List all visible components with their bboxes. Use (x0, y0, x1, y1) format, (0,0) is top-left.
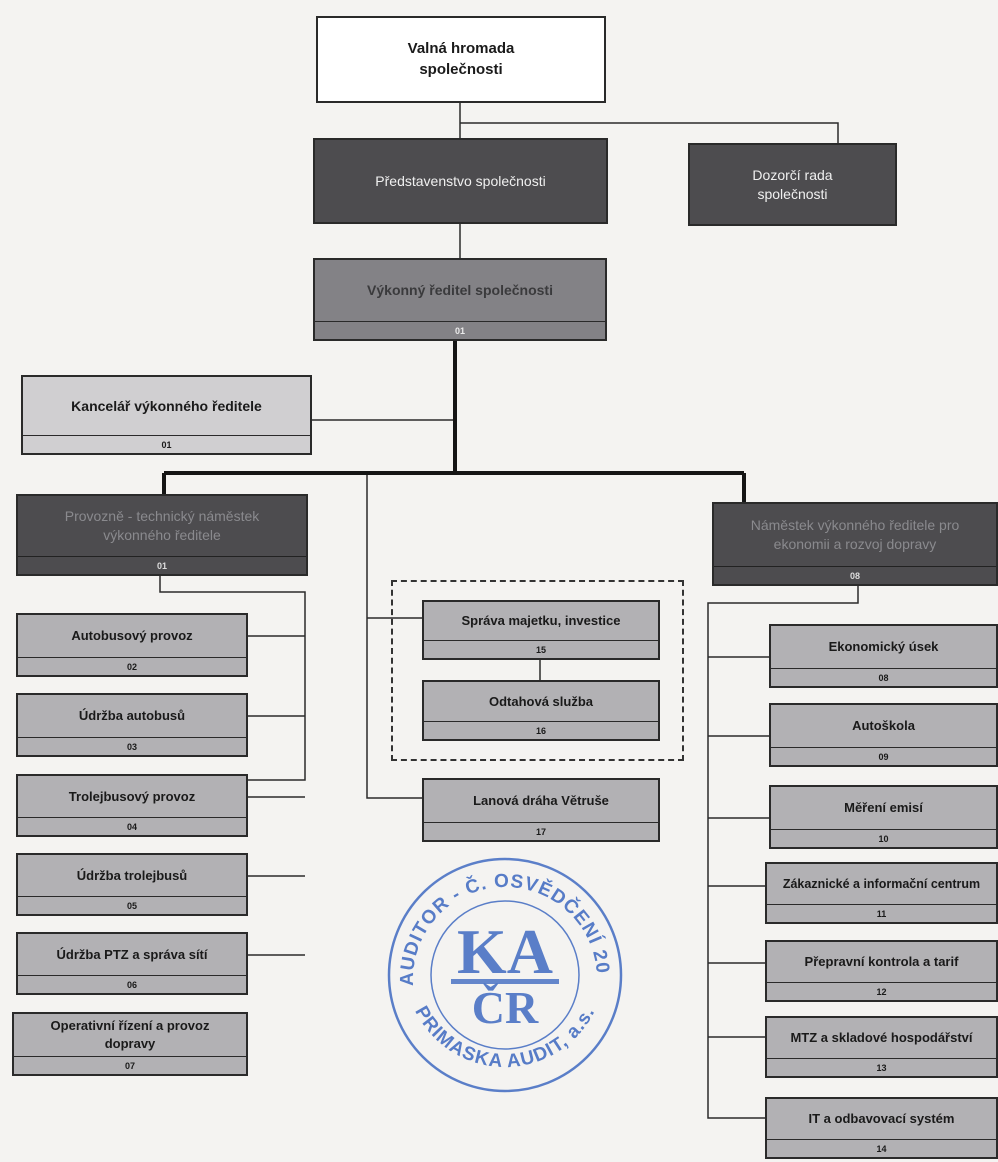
ops-unit: Autobusový provoz 02 (16, 613, 248, 677)
node-code: 01 (315, 321, 605, 339)
dashed-group (391, 580, 684, 761)
center-unit: Správa majetku, investice 15 (422, 600, 660, 660)
econ-unit: Měření emisí 10 (769, 785, 998, 849)
unit-title: Údržba PTZ a správa sítí (56, 946, 208, 962)
node-code: 08 (714, 566, 996, 584)
unit-code: 14 (767, 1139, 996, 1157)
unit-code: 12 (767, 982, 996, 1000)
econ-unit: IT a odbavovací systém 14 (765, 1097, 998, 1159)
econ-unit: MTZ a skladové hospodářství 13 (765, 1016, 998, 1078)
unit-code: 10 (771, 829, 996, 847)
node-board: Představenstvo společnosti (313, 138, 608, 224)
unit-code: 09 (771, 747, 996, 765)
unit-code: 02 (18, 657, 246, 675)
unit-code: 04 (18, 817, 246, 835)
unit-title: Ekonomický úsek (828, 639, 939, 655)
stamp-monogram-top: KA (457, 916, 553, 987)
node-title: Valná hromada společnosti (407, 40, 515, 78)
auditor-stamp: AUDITOR - Č. OSVĚDČENÍ 209 PRIMASKA AUDI… (385, 855, 623, 1093)
node-title: Výkonný ředitel společnosti (367, 282, 553, 299)
unit-title: Trolejbusový provoz (68, 788, 196, 804)
unit-code: 07 (14, 1056, 246, 1074)
node-econ-deputy: Náměstek výkonného ředitele pro ekonomii… (712, 502, 998, 586)
node-code: 01 (23, 435, 310, 453)
unit-title: Operativní řízení a provoz dopravy (50, 1018, 210, 1051)
node-supervisory: Dozorčí rada společnosti (688, 143, 897, 226)
unit-code: 13 (767, 1058, 996, 1076)
node-executive-office: Kancelář výkonného ředitele 01 (21, 375, 312, 455)
unit-title: Přepravní kontrola a tarif (804, 954, 959, 970)
node-code: 01 (18, 556, 306, 574)
unit-title: Lanová dráha Větruše (473, 793, 609, 809)
unit-title: Měření emisí (844, 800, 923, 816)
node-title: Provozně - technický náměstek výkonného … (64, 508, 260, 543)
node-title: Náměstek výkonného ředitele pro ekonomii… (750, 517, 960, 552)
econ-unit: Zákaznické a informační centrum 11 (765, 862, 998, 924)
node-title: Kancelář výkonného ředitele (71, 397, 262, 414)
center-unit: Lanová dráha Větruše 17 (422, 778, 660, 842)
ops-unit: Údržba PTZ a správa sítí 06 (16, 932, 248, 995)
center-unit: Odtahová služba 16 (422, 680, 660, 741)
stamp-bar (451, 979, 559, 984)
node-title: Představenstvo společnosti (375, 172, 546, 189)
unit-title: Zákaznické a informační centrum (782, 876, 981, 891)
unit-code: 05 (18, 896, 246, 914)
unit-title: IT a odbavovací systém (808, 1111, 955, 1127)
ops-unit: Trolejbusový provoz 04 (16, 774, 248, 837)
stamp-monogram-bottom: ČR (472, 982, 539, 1033)
econ-unit: Ekonomický úsek 08 (769, 624, 998, 688)
ops-unit: Údržba trolejbusů 05 (16, 853, 248, 916)
unit-title: Údržba trolejbusů (76, 867, 188, 883)
unit-title: MTZ a skladové hospodářství (790, 1030, 973, 1046)
unit-code: 03 (18, 737, 246, 755)
unit-code: 06 (18, 975, 246, 993)
unit-title: Odtahová služba (488, 693, 594, 709)
unit-title: Údržba autobusů (78, 708, 186, 724)
unit-code: 11 (767, 904, 996, 922)
unit-code: 15 (424, 640, 658, 658)
node-executive-director: Výkonný ředitel společnosti 01 (313, 258, 607, 341)
unit-title: Autoškola (852, 718, 915, 734)
econ-unit: Přepravní kontrola a tarif 12 (765, 940, 998, 1002)
node-ops-deputy: Provozně - technický náměstek výkonného … (16, 494, 308, 576)
node-title: Dozorčí rada společnosti (752, 166, 833, 202)
unit-code: 17 (424, 822, 658, 840)
unit-title: Autobusový provoz (71, 628, 193, 644)
unit-title: Správa majetku, investice (461, 613, 621, 629)
node-general-meeting: Valná hromada společnosti (316, 16, 606, 103)
ops-unit: Operativní řízení a provoz dopravy 07 (12, 1012, 248, 1076)
ops-unit: Údržba autobusů 03 (16, 693, 248, 757)
unit-code: 08 (771, 668, 996, 686)
unit-code: 16 (424, 721, 658, 739)
econ-unit: Autoškola 09 (769, 703, 998, 767)
